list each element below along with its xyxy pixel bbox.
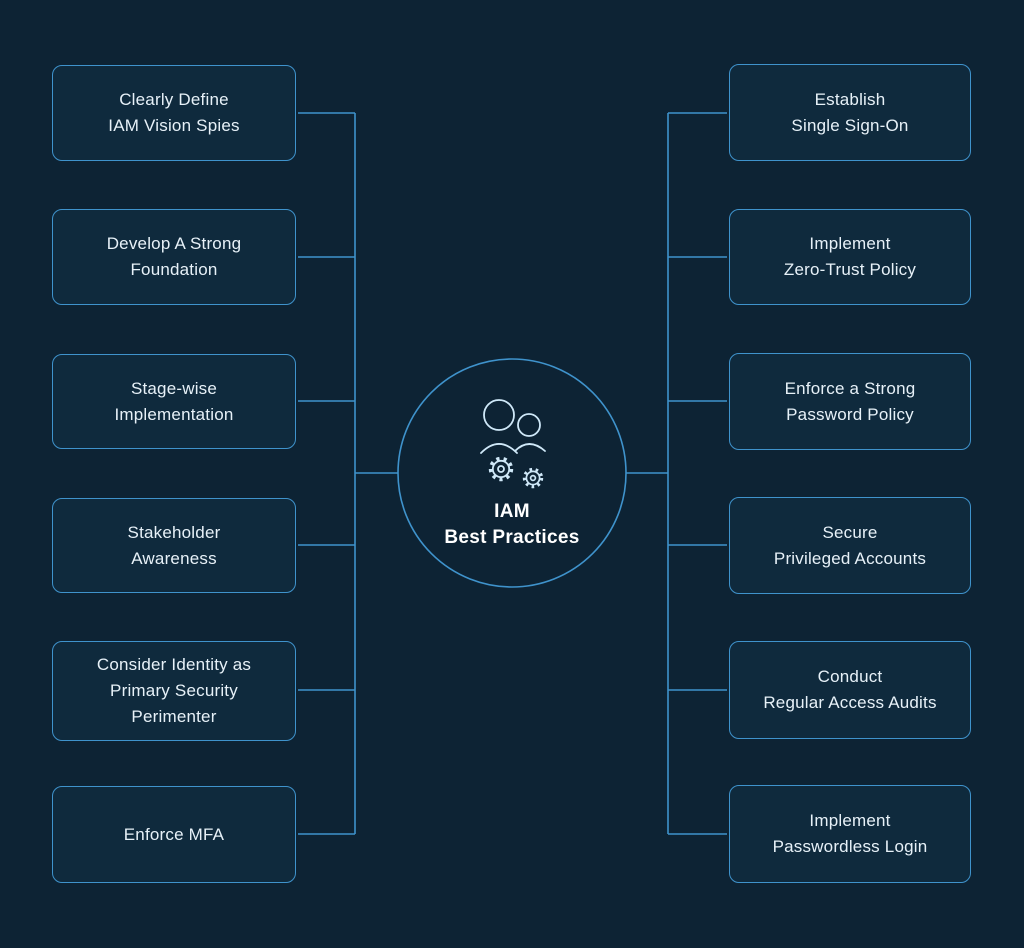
- practice-label: Conduct Regular Access Audits: [763, 667, 937, 712]
- practice-label: Enforce MFA: [123, 824, 225, 844]
- diagram-title: IAM Best Practices: [444, 501, 580, 548]
- practice-box-passwordless-login: Implement Passwordless Login: [729, 785, 971, 883]
- people-with-gears-icon: [480, 399, 546, 489]
- practice-label: Consider Identity as Primary Security Pe…: [96, 655, 252, 726]
- practice-label: Secure Privileged Accounts: [773, 522, 927, 568]
- practice-label: Establish Single Sign-On: [791, 89, 909, 135]
- practice-box-zero-trust: Implement Zero-Trust Policy: [729, 209, 971, 305]
- practice-box-enforce-mfa: Enforce MFA: [52, 786, 296, 883]
- center-node: IAM Best Practices: [398, 359, 626, 587]
- practice-box-identity-perimeter: Consider Identity as Primary Security Pe…: [52, 641, 296, 741]
- practice-label: Implement Passwordless Login: [772, 811, 928, 856]
- practice-box-single-sign-on: Establish Single Sign-On: [729, 64, 971, 161]
- practice-label: Develop A Strong Foundation: [106, 234, 242, 279]
- practice-box-strong-foundation: Develop A Strong Foundation: [52, 209, 296, 305]
- practice-box-access-audits: Conduct Regular Access Audits: [729, 641, 971, 739]
- practice-label: Stage-wise Implementation: [114, 378, 234, 424]
- practice-box-clearly-define: Clearly Define IAM Vision Spies: [52, 65, 296, 161]
- practice-box-stakeholder-awareness: Stakeholder Awareness: [52, 498, 296, 593]
- practice-label: Implement Zero-Trust Policy: [783, 234, 917, 279]
- practice-box-stage-wise: Stage-wise Implementation: [52, 354, 296, 449]
- practice-label: Stakeholder Awareness: [127, 522, 221, 568]
- practice-box-password-policy: Enforce a Strong Password Policy: [729, 353, 971, 450]
- practice-label: Enforce a Strong Password Policy: [784, 378, 916, 424]
- practice-box-privileged-accounts: Secure Privileged Accounts: [729, 497, 971, 594]
- practice-label: Clearly Define IAM Vision Spies: [108, 90, 240, 135]
